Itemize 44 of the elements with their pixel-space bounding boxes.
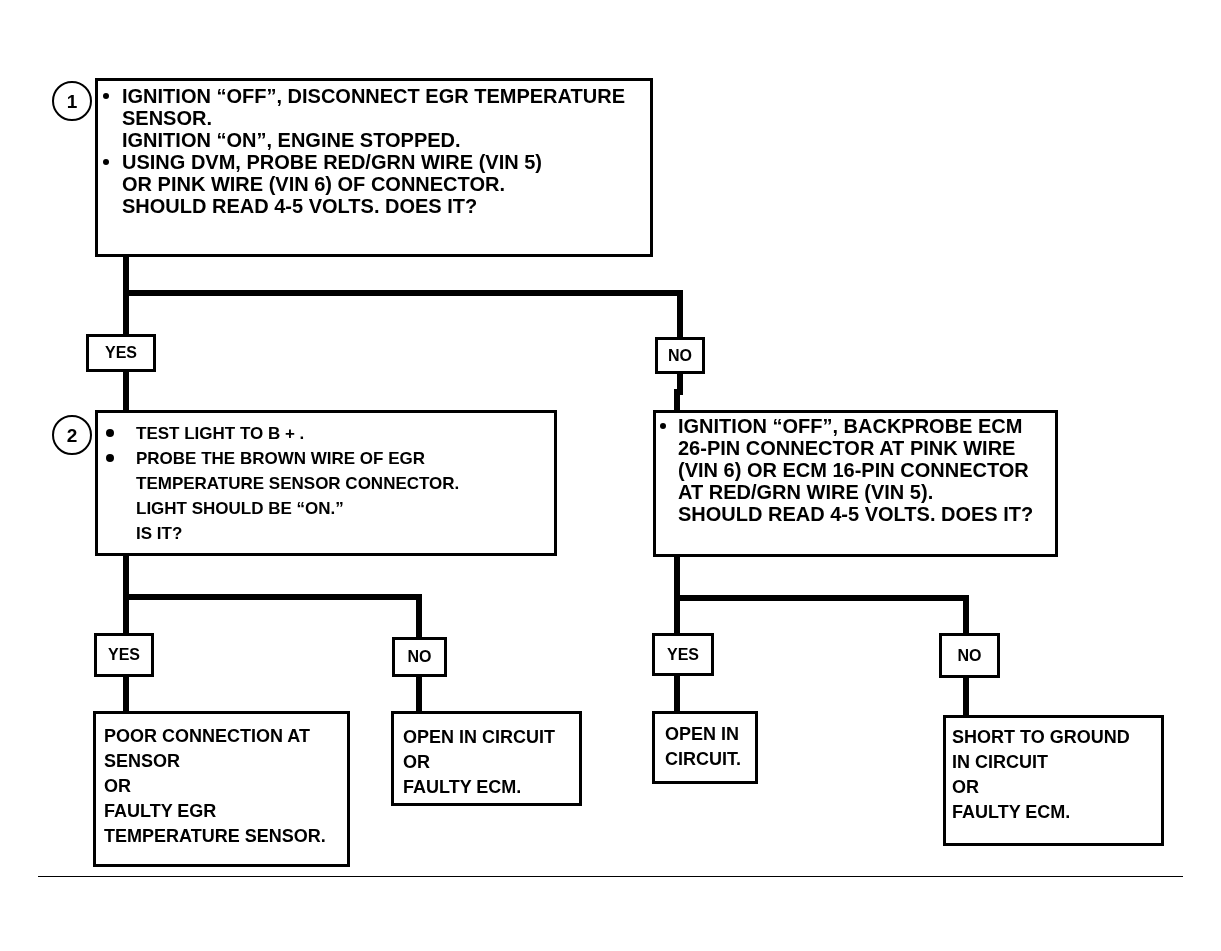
instruction-text: PROBE THE BROWN WIRE OF EGR TEMPERATURE SENSOR CONNECTOR. [136,448,461,495]
result-text: OR [104,775,132,798]
instruction-box [653,410,1058,557]
answer-tag: NO [392,637,447,677]
connector-line [416,677,422,711]
instruction-box [95,410,557,556]
connector-line [123,372,129,410]
connector-line [123,556,422,637]
connector-line [674,374,683,410]
result-text: POOR CONNECTION AT SENSOR [104,725,311,773]
result-text: SHORT TO GROUND IN CIRCUIT [952,726,1131,774]
instruction-text: IGNITION “OFF”, BACKPROBE ECM 26-PIN CONNECTOR AT PINK WIRE (VIN 6) OR ECM 16-PIN CONNECTOR AT RED/GRN WIRE (VIN 5). [678,415,1030,503]
instruction-text: IGNITION “OFF”, DISCONNECT EGR TEMPERATURE SENSOR. [122,85,626,129]
answer-tag: NO [939,633,1000,678]
connector-line [963,678,969,715]
answer-tag: NO [655,337,705,374]
step-number: 1 [52,81,92,121]
connector-line [123,677,129,711]
instruction-text: IS IT? [136,523,183,545]
result-box [652,711,758,784]
connector-line [674,676,680,711]
answer-tag: YES [652,633,714,676]
instruction-text: USING DVM, PROBE RED/GRN WIRE (VIN 5) OR PINK WIRE (VIN 6) OF CONNECTOR. [122,151,544,195]
result-text: FAULTY ECM. [952,801,1072,824]
instruction-text: LIGHT SHOULD BE “ON.” [136,498,344,520]
instruction-text: SHOULD READ 4-5 VOLTS. DOES IT? [678,503,1034,525]
result-box [943,715,1164,846]
instruction-text: IGNITION “ON”, ENGINE STOPPED. [122,129,461,151]
result-text: OPEN IN CIRCUIT [403,726,556,749]
result-text: FAULTY ECM. [403,776,523,799]
answer-tag: YES [94,633,154,677]
connector-line [123,257,683,337]
instruction-text: SHOULD READ 4-5 VOLTS. DOES IT? [122,195,478,217]
result-text: OR [952,776,980,799]
connector-line [674,557,969,633]
result-text: OR [403,751,431,774]
step-number: 2 [52,415,92,455]
result-text: FAULTY EGR TEMPERATURE SENSOR. [104,800,327,848]
instruction-text: TEST LIGHT TO B + . [136,423,305,445]
result-box [93,711,350,867]
answer-tag: YES [86,334,156,372]
instruction-box [95,78,653,257]
result-text: OPEN IN CIRCUIT. [665,723,742,771]
result-box [391,711,582,806]
